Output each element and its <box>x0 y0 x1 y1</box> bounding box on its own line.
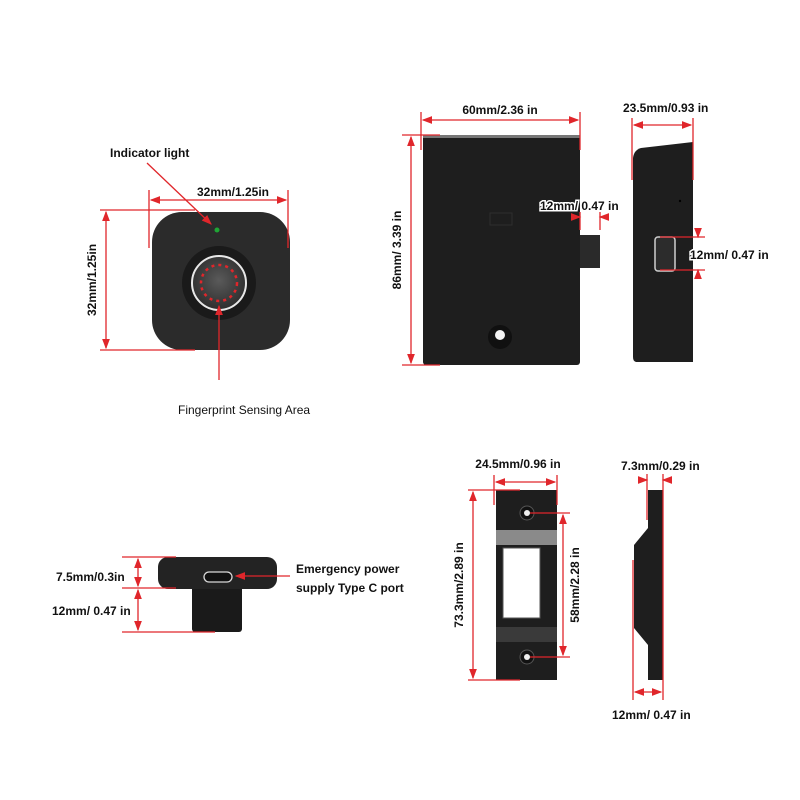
plate-thickness-label: 7.3mm/0.29 in <box>621 459 700 473</box>
lock-body-side-view: 23.5mm/0.93 in 12mm/ 0.47 in <box>623 101 770 362</box>
strike-plate-side-view: 7.3mm/0.29 in 12mm/ 0.47 in <box>612 459 700 722</box>
strike-plate-side <box>634 490 663 680</box>
screw-hole-bottom <box>524 654 530 660</box>
bolt-length-label: 12mm/ 0.47 in <box>540 199 619 213</box>
sensing-area-marker <box>199 263 239 303</box>
screw-hole-top <box>524 510 530 516</box>
lock-body-front-view: 60mm/2.36 in 86mm/ 3.39 in 12mm/ 0.47 in <box>390 103 620 366</box>
lock-bolt <box>580 235 600 268</box>
head-stem <box>192 584 242 632</box>
stem-height-label: 12mm/ 0.47 in <box>52 604 131 618</box>
indicator-light-label: Indicator light <box>110 146 189 160</box>
plate-depth-label: 12mm/ 0.47 in <box>612 708 691 722</box>
cap-height-label: 7.5mm/0.3in <box>56 570 125 584</box>
width-label: 32mm/1.25in <box>197 185 269 199</box>
fingerprint-head-top-view: 32mm/1.25in 32mm/1.25in Indicator light … <box>85 146 310 417</box>
side-depth-label: 23.5mm/0.93 in <box>623 101 708 115</box>
fingerprint-head-side-view: 7.5mm/0.3in 12mm/ 0.47 in Emergency powe… <box>52 556 404 633</box>
lock-body <box>423 135 580 365</box>
height-label: 32mm/1.25in <box>85 244 99 316</box>
strike-plate-front-view: 24.5mm/0.96 in 73.3mm/2.89 in 58mm/2.28 … <box>452 457 582 681</box>
side-bolt-label: 12mm/ 0.47 in <box>690 248 769 262</box>
indicator-arrow <box>146 162 212 225</box>
bolt-slot <box>654 236 676 272</box>
type-c-port <box>203 571 233 583</box>
indicator-light <box>214 227 220 233</box>
port-label-line2: supply Type C port <box>296 581 404 595</box>
plate-width-label: 24.5mm/0.96 in <box>475 457 560 471</box>
plate-height-label: 73.3mm/2.89 in <box>452 542 466 627</box>
body-height-label: 86mm/ 3.39 in <box>390 211 404 290</box>
hole-spacing-label: 58mm/2.28 in <box>568 547 582 622</box>
strike-window <box>502 547 541 619</box>
port-label-line1: Emergency power <box>296 562 400 576</box>
body-width-label: 60mm/2.36 in <box>462 103 537 117</box>
fingerprint-sensing-area-label: Fingerprint Sensing Area <box>178 403 310 417</box>
